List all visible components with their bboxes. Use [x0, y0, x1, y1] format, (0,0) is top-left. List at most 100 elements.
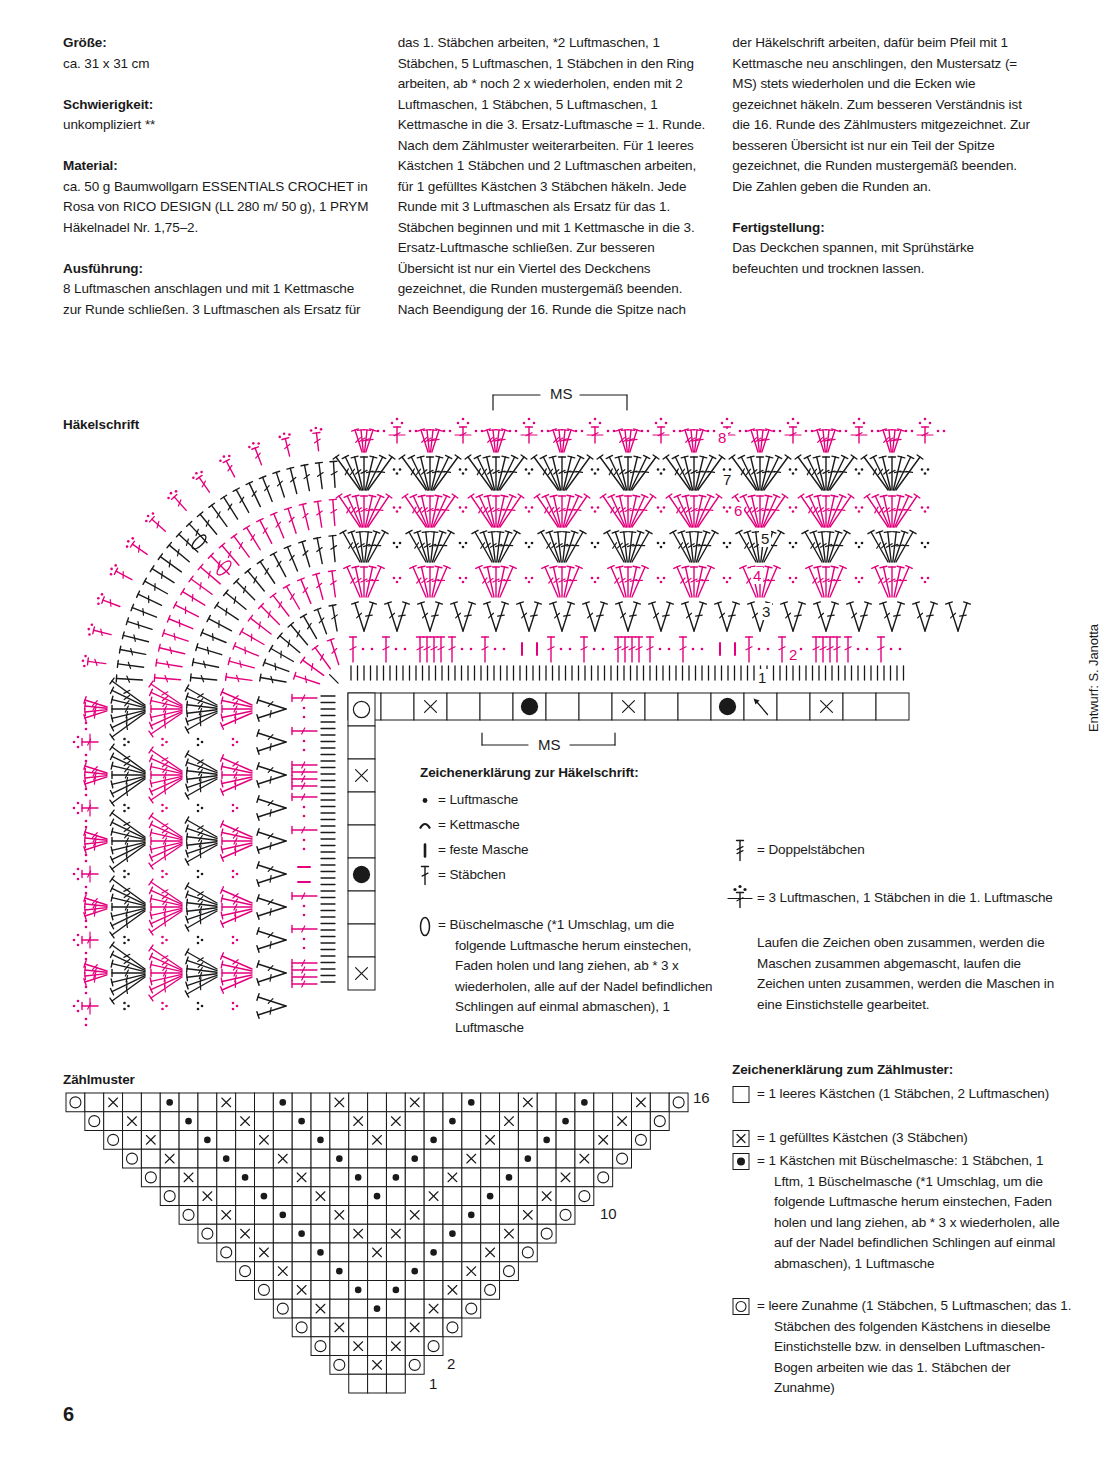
chain-stitch — [858, 418, 861, 421]
grid-cell — [612, 693, 645, 720]
stitch-top — [150, 912, 152, 919]
chain-stitch — [77, 746, 80, 749]
stitch-bar — [198, 897, 203, 902]
chain-stitch — [924, 472, 927, 475]
stitch-top — [150, 755, 153, 761]
chain-stitch — [85, 826, 88, 829]
single-stitch — [321, 780, 335, 781]
stitch-top — [550, 495, 557, 497]
chain-stitch — [797, 422, 800, 425]
stitch-bar — [819, 613, 824, 618]
stitch-bar — [162, 697, 167, 701]
stitch-top — [257, 697, 259, 704]
grid-cell — [348, 858, 375, 891]
stitch-bar — [390, 613, 395, 618]
stitch-top — [695, 531, 702, 533]
stitch-top — [351, 456, 358, 458]
stitch-bar — [479, 507, 482, 513]
stitch-bar — [233, 960, 238, 964]
treble-stitch — [258, 775, 286, 784]
stitch-bar — [302, 695, 305, 701]
stitch-top — [501, 495, 508, 497]
stitch-top — [361, 566, 368, 567]
chain-stitch — [303, 848, 306, 851]
stitch-bar — [94, 777, 95, 784]
stitch-top — [880, 495, 887, 497]
stitch-bar — [640, 509, 647, 511]
stitch-top — [410, 566, 416, 569]
chain-stitch — [127, 741, 130, 744]
stitch-bar — [894, 615, 901, 616]
stitch-bar — [642, 471, 649, 472]
chain-stitch — [123, 936, 126, 939]
stitch-top — [291, 960, 292, 967]
stitch-top — [848, 494, 854, 498]
stitch-top — [221, 978, 222, 985]
single-stitch — [831, 666, 832, 680]
stitch-top — [674, 495, 680, 498]
chain-stitch — [729, 506, 732, 509]
stitch-bar — [198, 760, 204, 764]
chain-stitch — [547, 430, 550, 433]
stitch-top — [468, 494, 474, 498]
stitch-bar — [302, 926, 305, 932]
stitch-bar — [818, 578, 823, 582]
stitch-bar — [124, 756, 130, 759]
treble-stitch — [432, 430, 439, 452]
stitch-top — [410, 495, 416, 498]
chain-stitch — [877, 430, 880, 433]
chain-stitch — [594, 510, 597, 513]
stitch-top — [620, 531, 627, 533]
stitch-top — [385, 602, 392, 604]
chain-stitch — [795, 506, 798, 509]
chain-stitch — [921, 506, 924, 509]
stitch-top — [736, 530, 742, 533]
stitch-top — [629, 636, 636, 637]
stitch-top — [221, 953, 224, 959]
single-stitch — [321, 799, 335, 800]
stitch-bar — [270, 777, 271, 784]
treble-stitch — [222, 845, 252, 858]
stitch-top — [514, 530, 520, 533]
stitch-bar — [786, 613, 791, 618]
stitch-bar — [268, 834, 273, 839]
chain-stitch — [789, 468, 792, 471]
stitch-top — [540, 455, 546, 458]
stitch-bar — [482, 647, 488, 650]
chain-stitch — [236, 873, 239, 876]
stitch-top — [436, 602, 443, 604]
stitch-top — [150, 887, 153, 893]
stitch-top — [352, 495, 359, 497]
stitch-bar — [374, 545, 381, 547]
stitch-bar — [366, 439, 373, 440]
stitch-bar — [351, 578, 355, 583]
treble-stitch — [151, 911, 182, 932]
chain-stitch — [481, 430, 484, 433]
stitch-top — [257, 847, 259, 854]
treble-stitch — [151, 972, 182, 973]
chain-stitch — [303, 806, 306, 809]
stitch-top — [708, 566, 714, 569]
grid-cell — [348, 759, 375, 792]
stitch-top — [84, 847, 86, 854]
stitch-top — [781, 602, 788, 604]
treble-stitch — [630, 430, 637, 452]
single-stitch — [870, 666, 871, 680]
stitch-top — [548, 636, 555, 637]
chain-stitch — [232, 1008, 235, 1011]
chain-stitch — [123, 804, 126, 807]
chain-stitch — [236, 939, 239, 942]
stitch-bar — [162, 895, 167, 899]
treble-stitch — [368, 496, 389, 527]
stitch-top — [804, 455, 810, 458]
stitch-top — [512, 455, 518, 458]
treble-stitch — [652, 603, 661, 631]
stitch-top — [431, 531, 438, 533]
stitch-top — [625, 456, 632, 457]
stitch-top — [394, 426, 401, 427]
stitch-top — [600, 494, 606, 498]
chain-stitch — [462, 581, 465, 584]
treble-stitch — [822, 532, 825, 562]
chain-stitch — [745, 430, 748, 433]
chain-stitch — [161, 942, 164, 945]
